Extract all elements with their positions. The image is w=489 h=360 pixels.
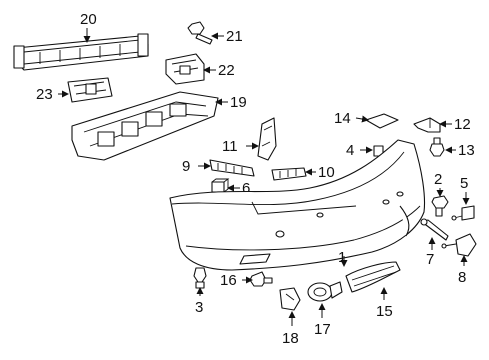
callout-16: 16 bbox=[220, 272, 237, 289]
reflector-15 bbox=[345, 261, 401, 293]
bolt-21 bbox=[187, 21, 213, 45]
bracket-12 bbox=[413, 117, 441, 133]
retainer-9 bbox=[209, 159, 255, 177]
callout-1: 1 bbox=[338, 249, 346, 266]
callout-17: 17 bbox=[314, 321, 331, 338]
callout-8: 8 bbox=[458, 269, 466, 286]
pad-14 bbox=[365, 113, 399, 129]
callout-11: 11 bbox=[222, 138, 238, 155]
absorber-19 bbox=[71, 91, 219, 161]
bolt-16 bbox=[249, 271, 273, 287]
callout-5: 5 bbox=[460, 175, 468, 192]
hook-8 bbox=[441, 233, 477, 257]
reflector-5 bbox=[451, 205, 475, 221]
reinforcement-bar bbox=[13, 33, 149, 71]
callout-19: 19 bbox=[230, 94, 247, 111]
clip-3 bbox=[193, 267, 207, 289]
leader-14 bbox=[355, 115, 369, 123]
callout-3: 3 bbox=[195, 299, 203, 316]
sensor-bolt-7 bbox=[420, 218, 449, 241]
retainer-10 bbox=[271, 167, 307, 181]
callout-20: 20 bbox=[80, 11, 97, 28]
retainer-18 bbox=[279, 287, 301, 311]
side-bracket-11 bbox=[257, 117, 277, 161]
callout-23: 23 bbox=[36, 86, 53, 103]
callout-22: 22 bbox=[218, 62, 235, 79]
callout-9: 9 bbox=[182, 158, 190, 175]
callout-6: 6 bbox=[242, 180, 250, 197]
callout-7: 7 bbox=[426, 251, 434, 268]
clip-6 bbox=[211, 178, 230, 193]
callout-13: 13 bbox=[458, 142, 475, 159]
callout-14: 14 bbox=[334, 110, 351, 127]
callout-21: 21 bbox=[226, 28, 243, 45]
bracket-22 bbox=[165, 53, 205, 85]
callout-18: 18 bbox=[282, 330, 299, 347]
absorber-23 bbox=[67, 77, 113, 103]
callout-4: 4 bbox=[346, 142, 354, 159]
callout-2: 2 bbox=[434, 171, 442, 188]
callout-10: 10 bbox=[318, 164, 335, 181]
callout-15: 15 bbox=[376, 303, 393, 320]
bolt-13 bbox=[429, 137, 445, 157]
bolt-2 bbox=[431, 195, 449, 217]
callout-12: 12 bbox=[454, 116, 471, 133]
bumper-cover-1 bbox=[169, 139, 426, 271]
parking-sensor-17 bbox=[307, 281, 343, 302]
